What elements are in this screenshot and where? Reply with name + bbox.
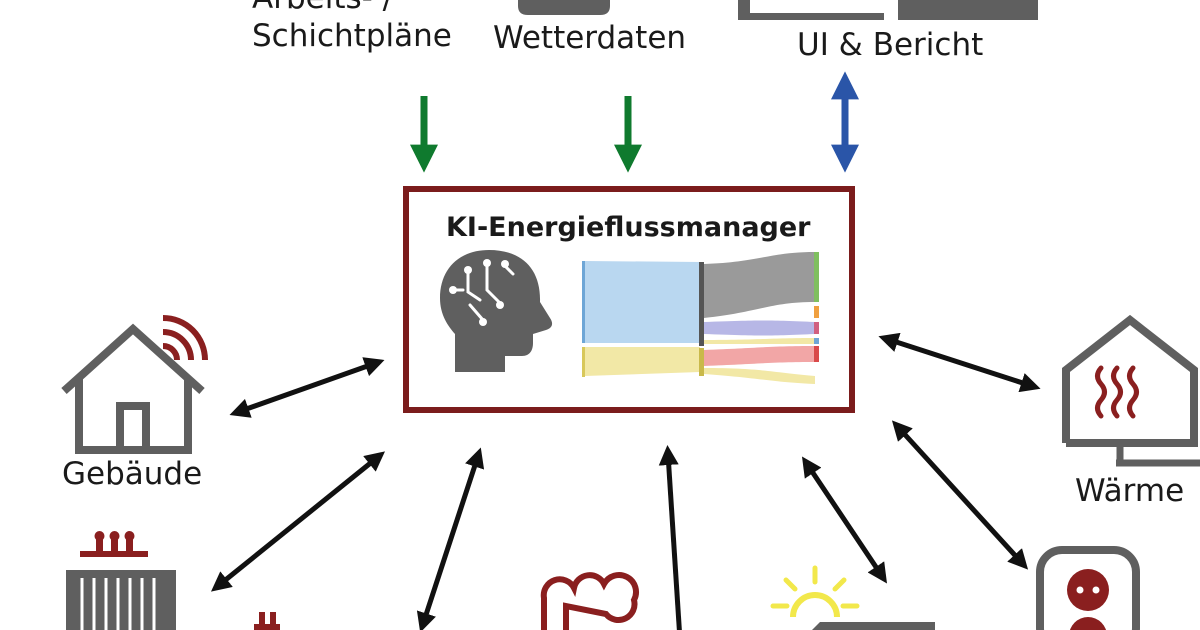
arrow-solar-manager — [801, 456, 888, 584]
label-wetterdaten: Wetterdaten — [493, 20, 686, 56]
label-arbeits-line2: Schichtpläne — [252, 18, 452, 54]
arrow-plug-manager — [416, 447, 485, 630]
factory-icon — [540, 572, 639, 630]
arrow-transformer-manager — [210, 451, 386, 592]
cloud-icon — [518, 0, 610, 15]
ai-head-icon — [440, 250, 553, 372]
smart-house-icon — [61, 323, 205, 454]
arrow-gebaeude-manager — [229, 357, 385, 418]
label-ui-bericht: UI & Bericht — [797, 27, 983, 63]
arrow-waerme-manager — [878, 332, 1041, 393]
socket-icon — [1036, 546, 1140, 630]
label-arbeits-line1: Arbeits- / — [252, 0, 394, 16]
wifi-signal-icon — [162, 315, 208, 361]
arrow-socket-manager — [891, 420, 1029, 570]
black-arrows — [210, 332, 1041, 630]
label-waerme: Wärme — [1075, 473, 1184, 509]
heating-house-icon — [1062, 314, 1200, 467]
arrow-factory-manager — [658, 445, 682, 630]
sankey-chart-icon — [582, 252, 819, 384]
monitor-icon — [738, 0, 1038, 20]
transformer-icon — [66, 531, 176, 630]
plug-icon — [254, 612, 280, 630]
solar-panel-icon — [770, 565, 935, 630]
manager-title: KI-Energieflussmanager — [446, 212, 811, 243]
label-gebaeude: Gebäude — [62, 456, 202, 492]
